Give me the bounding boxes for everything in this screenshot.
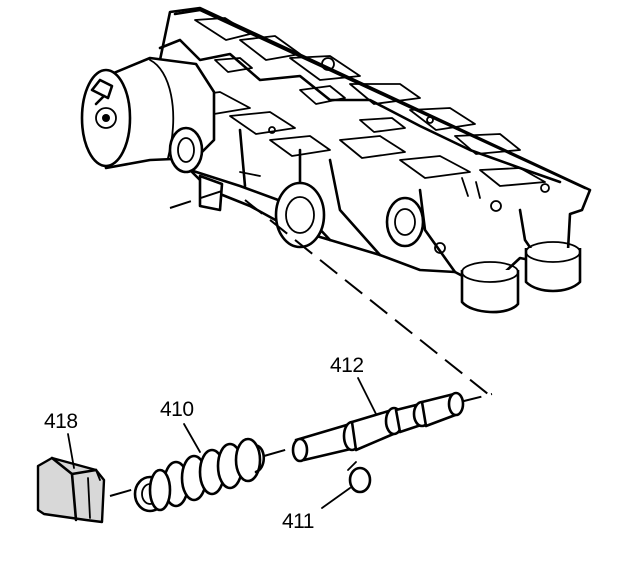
leader-412 — [357, 377, 377, 415]
assembly-centerline-lower — [109, 393, 493, 497]
leader-418 — [67, 433, 75, 469]
callout-412: 412 — [330, 354, 364, 377]
retainer-clip-418 — [36, 456, 106, 524]
ring-411 — [347, 461, 372, 494]
leader-411 — [321, 487, 351, 509]
leader-410 — [183, 423, 201, 453]
valve-412 — [291, 391, 465, 463]
callout-411: 411 — [282, 510, 314, 533]
spring-410 — [133, 437, 266, 513]
callout-410: 410 — [160, 398, 194, 421]
assembly-centerline — [169, 189, 489, 395]
valve-body-assembly — [80, 6, 592, 314]
callout-418: 418 — [44, 410, 78, 433]
